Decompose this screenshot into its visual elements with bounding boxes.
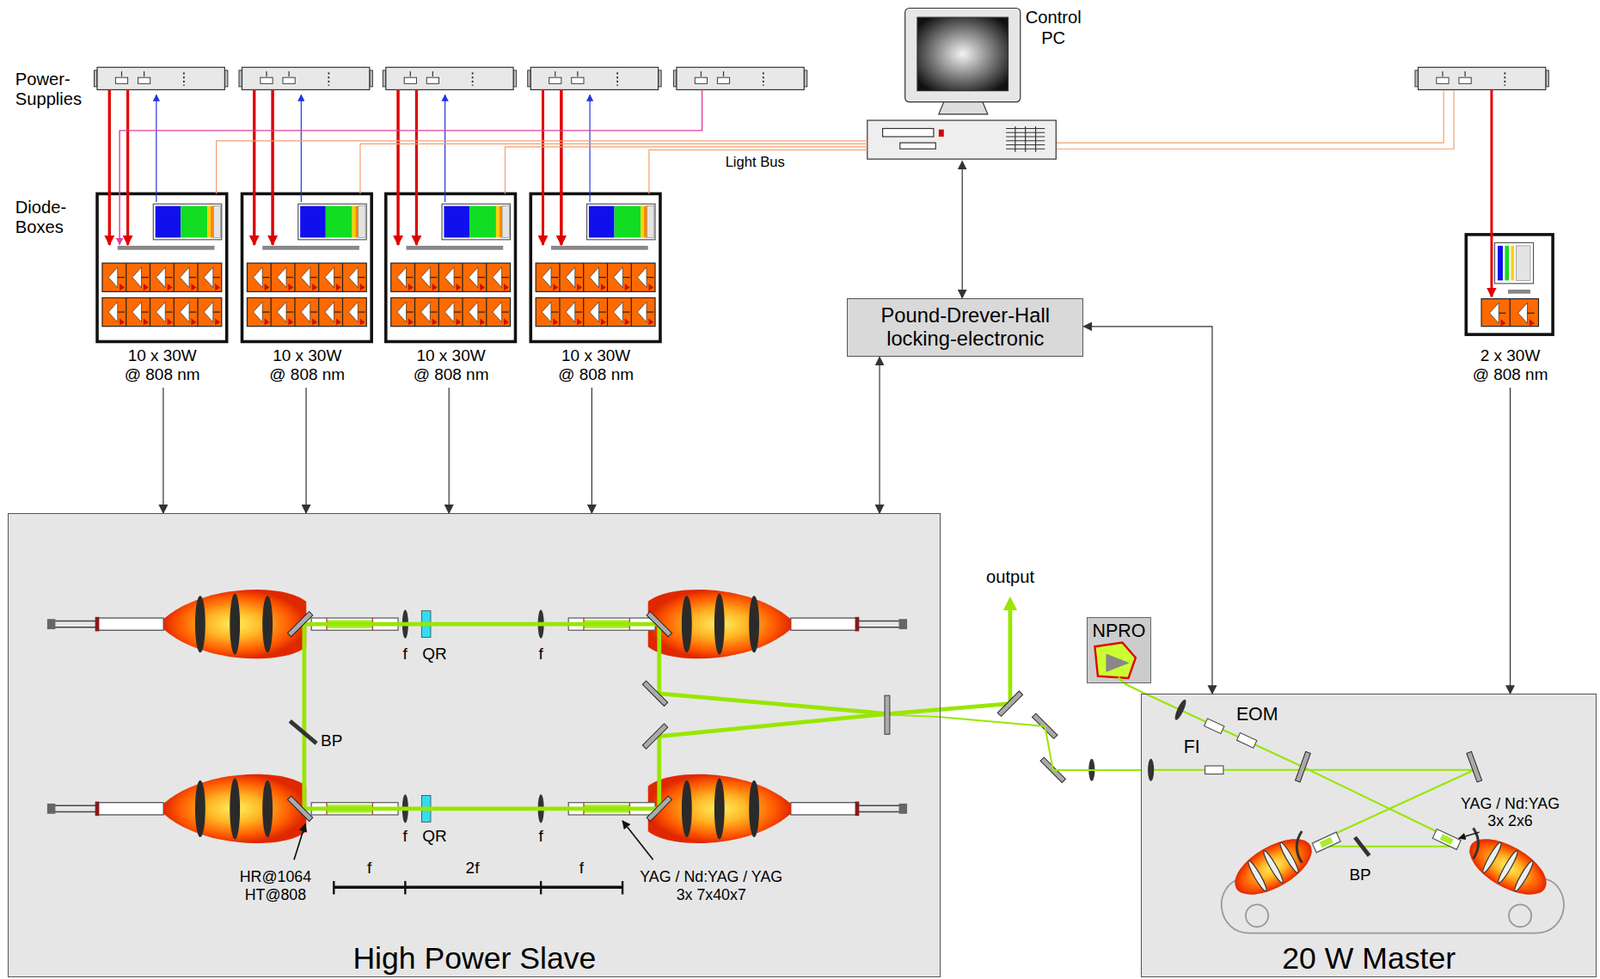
- part-label: BP: [1348, 865, 1371, 885]
- mirror: [287, 796, 313, 822]
- leader-line: [622, 821, 654, 860]
- part-label: YAG / Nd:YAG / YAG 3x 7x40x7: [632, 868, 790, 904]
- bus-label: Light Bus: [725, 153, 785, 171]
- mirror: [646, 611, 672, 637]
- part-label: f: [538, 827, 543, 846]
- power-wires: [109, 89, 1492, 297]
- node-label: 10 x 30W @ 808 nm: [268, 346, 347, 385]
- panel-title: 20 W Master: [1281, 943, 1456, 975]
- pump-head: [47, 774, 307, 844]
- panel-grounds: [8, 513, 1597, 978]
- scale-bar: [333, 885, 623, 889]
- master-panel: 20 W Master: [1140, 693, 1598, 978]
- connector: [1083, 326, 1213, 694]
- brewster-plate: [289, 721, 317, 744]
- node-label: Pound-Drever-Hall locking-electronic: [852, 304, 1078, 352]
- connector: [162, 387, 164, 514]
- node-label: Control PC: [1020, 7, 1087, 48]
- power-supply: [673, 67, 807, 90]
- connector: [649, 149, 868, 194]
- diode-box-drawing: [242, 193, 373, 342]
- node-label: 10 x 30W @ 808 nm: [557, 346, 636, 385]
- leader-line: [294, 824, 306, 861]
- dimension: f: [367, 858, 372, 878]
- pump-head: [648, 774, 908, 844]
- seed-beam: [888, 715, 942, 718]
- dimension: f: [579, 858, 584, 878]
- diode-box: 10 x 30W @ 808 nm: [241, 194, 373, 389]
- diode-box: 10 x 30W @ 808 nm: [97, 194, 228, 389]
- power-supply: [382, 67, 516, 90]
- electronics-box: Pound-Drever-Hall locking-electronic: [846, 298, 1084, 358]
- part-label: f: [403, 827, 408, 846]
- pump-head: [47, 589, 307, 659]
- part-label: QR: [422, 644, 447, 664]
- dimension: 2f: [465, 858, 480, 878]
- diode-box: 2 x 30W @ 808 nm: [1454, 234, 1565, 388]
- power-supply: [527, 67, 662, 90]
- connector: [448, 387, 450, 514]
- output-mirror: [997, 691, 1023, 717]
- part-label: EOM: [1236, 704, 1279, 726]
- control-computer: Control PC: [867, 4, 1098, 162]
- power-supply: [93, 67, 227, 90]
- connector: [360, 143, 868, 194]
- mirror: [642, 680, 668, 706]
- connector: [878, 356, 880, 514]
- connector: [940, 717, 1141, 771]
- mirror: [287, 611, 313, 637]
- power-supplies: [93, 67, 1549, 90]
- part-label: QR: [422, 827, 447, 846]
- row-heading: Power- Supplies: [15, 69, 94, 110]
- connector: [216, 140, 868, 195]
- node-label: 10 x 30W @ 808 nm: [122, 346, 202, 385]
- npro-ground: [1086, 617, 1152, 684]
- mirror: [642, 723, 668, 749]
- panel-title: High Power Slave: [352, 943, 596, 975]
- power-supply: [239, 67, 373, 90]
- part-label: BP: [320, 731, 343, 751]
- node-label: NPRO: [1092, 620, 1147, 643]
- connector: [504, 147, 867, 195]
- part-label: FI: [1183, 736, 1201, 759]
- row-heading: Diode- Boxes: [15, 197, 82, 238]
- combining-mirror: [884, 695, 890, 735]
- connector: [1124, 683, 1146, 694]
- part-label: YAG / Nd:YAG 3x 2x6: [1454, 794, 1565, 830]
- slave-ground: [8, 513, 941, 978]
- diode-box: 10 x 30W @ 808 nm: [386, 194, 517, 389]
- master-ground: [1140, 693, 1597, 978]
- node-label: 10 x 30W @ 808 nm: [411, 346, 491, 385]
- npro-drawing: [1094, 642, 1135, 683]
- between-panels-optics: [1032, 713, 1096, 783]
- master-diode-box-drawing: [1465, 234, 1553, 335]
- diode-box-drawings: [97, 193, 661, 342]
- scale-ticks: [333, 881, 623, 895]
- connector: [591, 387, 593, 514]
- connector: [1509, 387, 1511, 694]
- diode-box-drawing: [530, 193, 661, 342]
- diode-box-drawing: [97, 193, 227, 342]
- power-supply: [1415, 67, 1549, 90]
- node-label: 2 x 30W @ 808 nm: [1471, 346, 1550, 385]
- slave-panel: High Power Slave: [7, 513, 941, 978]
- diode-box-drawing: [386, 193, 516, 342]
- slave-optics: [47, 589, 1024, 896]
- part-label: HR@1064 HT@808: [229, 868, 322, 904]
- connector: [305, 387, 307, 514]
- npro-box: NPRO: [1086, 617, 1152, 684]
- part-label: f: [538, 644, 543, 664]
- control-computer: [867, 7, 1056, 160]
- mirror: [646, 796, 672, 822]
- pump-head: [648, 589, 908, 659]
- connector: [962, 161, 963, 299]
- laser-beam: [304, 624, 1011, 810]
- diode-box: 10 x 30W @ 808 nm: [530, 194, 662, 389]
- power-wire: [109, 89, 562, 245]
- output-label: output: [986, 567, 1035, 588]
- output-beam: [1008, 607, 1013, 705]
- part-label: f: [403, 644, 408, 664]
